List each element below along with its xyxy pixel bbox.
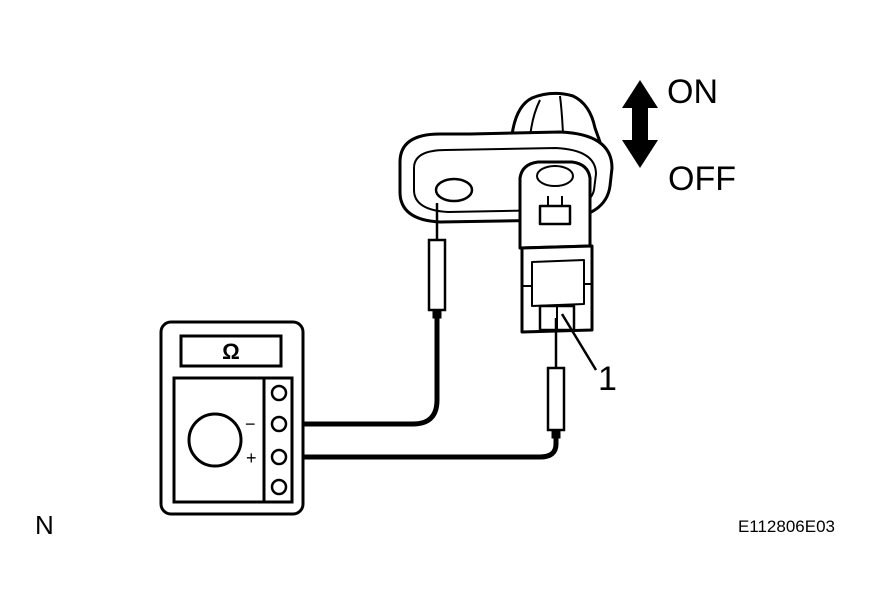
negative-test-lead — [294, 318, 440, 427]
negative-probe — [427, 203, 447, 319]
connector-lock-window — [538, 204, 572, 226]
off-label: OFF — [668, 160, 736, 198]
terminal-callout-line — [560, 313, 598, 371]
ohmmeter — [159, 320, 305, 516]
on-label: ON — [667, 73, 718, 111]
meter-jack-4 — [270, 478, 288, 496]
figure-code: E112806E03 — [738, 517, 835, 536]
meter-ohm-symbol: Ω — [222, 339, 240, 364]
positive-test-lead — [294, 438, 559, 460]
meter-display — [179, 334, 283, 368]
corner-label: N — [35, 510, 54, 540]
meter-jack-negative — [270, 415, 288, 433]
meter-minus-symbol: − — [245, 414, 256, 434]
connector-plug-face — [531, 259, 585, 307]
meter-jack-1 — [270, 384, 288, 402]
meter-plus-symbol: + — [246, 448, 257, 468]
terminal-callout-label: 1 — [598, 360, 617, 398]
on-off-arrow — [622, 80, 658, 168]
connector-housing-top — [536, 165, 574, 187]
mounting-hole — [434, 177, 474, 203]
meter-jack-positive — [270, 448, 288, 466]
positive-probe — [546, 318, 566, 439]
door-switch — [398, 91, 614, 334]
meter-dial — [187, 412, 243, 468]
